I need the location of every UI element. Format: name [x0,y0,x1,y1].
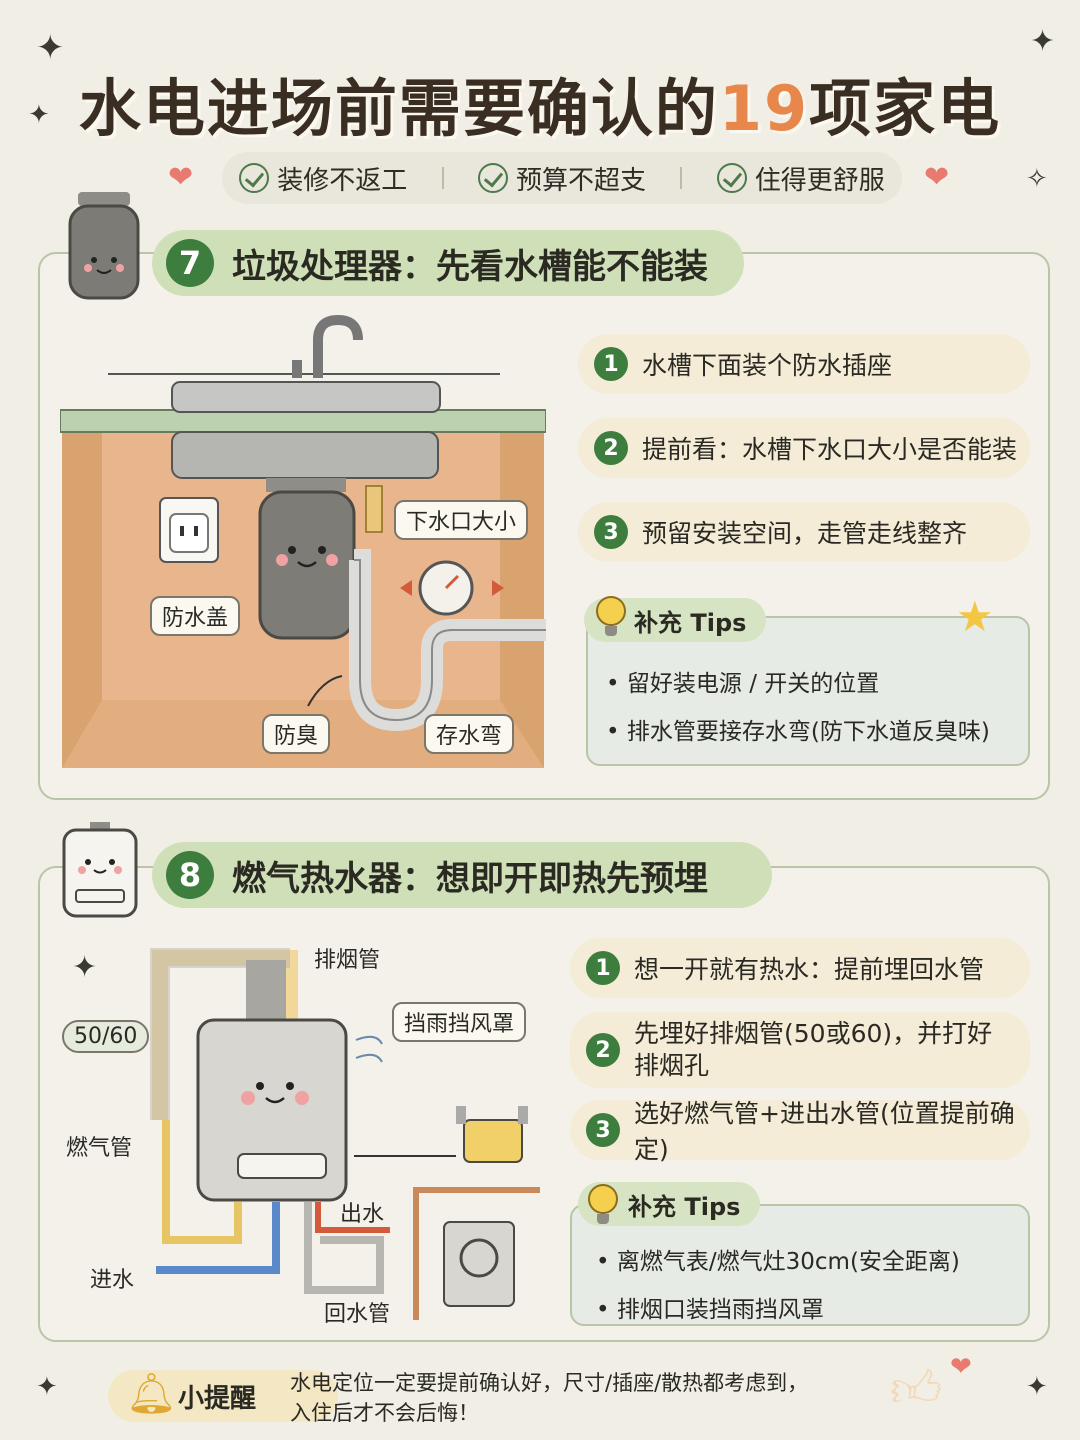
gas-pipe-label: 燃气管 [66,1136,133,1161]
thumbs-up-icon: 👍︎ [890,1360,943,1418]
check-icon [716,163,747,193]
page-title: 水电进场前需要确认的19项家电 [78,72,1002,145]
check-icon [239,163,270,193]
sparkle-icon: ✦ [28,100,50,130]
star-icon: ★ [956,592,994,641]
footer-reminder: 小提醒 🔔︎ 水电定位一定要提前确认好，尺寸/插座/散热都考虑到， 入住后才不会… [80,1362,1000,1428]
outlet-size-label: 下水口大小 [394,500,529,540]
badge-item: 装修不返工 [239,160,407,197]
sparkle-icon: ✦ [1026,1372,1048,1402]
flue-label: 排烟管 [314,948,381,973]
sparkle-icon: ✦ [36,1372,58,1402]
size-label: 50/60 [62,1020,150,1053]
water-heater-icon [62,822,138,918]
bell-icon: 🔔︎ [126,1371,177,1417]
water-heater-illustration [150,948,540,1320]
reminder-badge: 小提醒 [108,1370,338,1422]
cover-label: 防水盖 [150,596,241,636]
hood-label: 挡雨挡风罩 [392,1002,527,1042]
badge-item: 预算不超支 [477,160,646,197]
return-pipe-label: 回水管 [324,1302,391,1327]
heart-icon: ❤ [950,1352,972,1382]
lightbulb-icon [596,596,626,636]
sink-illustration [60,314,546,768]
heart-icon: ❤ [924,160,950,195]
section-7-header: 7 垃圾处理器：先看水槽能不能装 [152,230,744,296]
trap-label: 存水弯 [424,714,515,754]
water-out-label: 出水 [340,1202,385,1227]
lightbulb-icon [588,1184,618,1224]
footer-text: 水电定位一定要提前确认好，尺寸/插座/散热都考虑到， 入住后才不会后悔！ [290,1371,809,1425]
odor-label: 防臭 [262,714,331,754]
badge-item: 住得更舒服 [716,160,885,197]
sparkle-icon: ✦ [72,950,98,985]
check-icon [477,163,508,193]
benefit-badges: 装修不返工 预算不超支 住得更舒服 [222,152,902,204]
garbage-disposer-icon [68,192,140,300]
water-in-label: 进水 [90,1268,135,1293]
sparkle-icon: ✧ [1026,164,1048,194]
sparkle-icon: ✦ [36,28,65,68]
section-8-header: 8 燃气热水器：想即开即热先预埋 [152,842,772,908]
heart-icon: ❤ [168,160,194,195]
sparkle-icon: ✦ [1030,24,1056,59]
